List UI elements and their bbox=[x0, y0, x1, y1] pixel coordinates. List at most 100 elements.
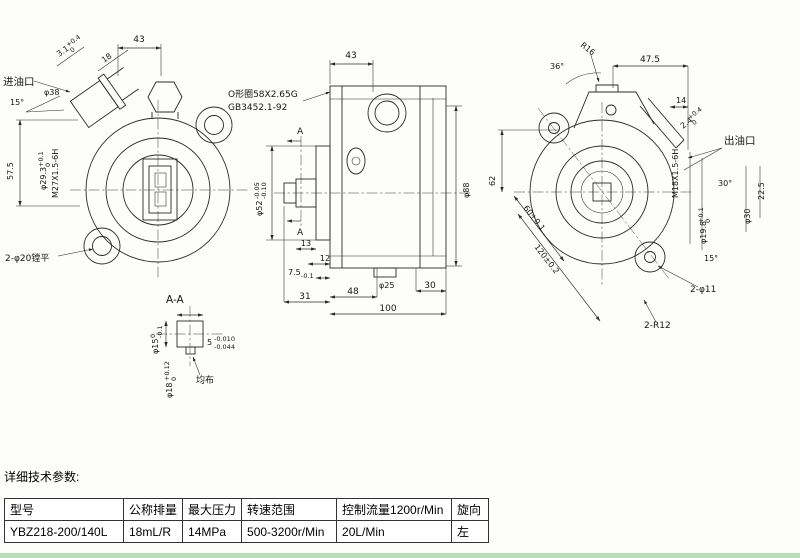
dim-12: 12 bbox=[320, 254, 330, 263]
dim-47-5: 47.5 bbox=[640, 55, 660, 65]
svg-text:7.5: 7.5 bbox=[288, 268, 301, 277]
dim-dia30: φ30 bbox=[743, 209, 752, 224]
dim-3-1: 3.1 +0.4 0 bbox=[55, 33, 82, 59]
outlet-port-label: 出油口 bbox=[724, 134, 756, 147]
table-header-row: 型号 公称排量 最大压力 转速范围 控制流量1200r/Min 旋向 bbox=[4, 498, 490, 521]
dim-43: 43 bbox=[133, 35, 144, 45]
value-rotation: 左 bbox=[451, 520, 490, 543]
rear-view: R16 36° 47.5 14 2.4 +0.4 0 出油口 62 60±0.1… bbox=[488, 40, 766, 331]
section-aa-detail: A-A φ15 0 -0.1 5 -0.010 -0.044 φ18 +0.12… bbox=[149, 294, 235, 398]
dim-dia88: φ88 bbox=[462, 183, 471, 198]
dim-30: 30 bbox=[424, 281, 436, 291]
dim-43-side: 43 bbox=[345, 51, 356, 61]
dim-60: 60±0.1 bbox=[521, 204, 546, 233]
col-header-displacement: 公称排量 bbox=[122, 498, 184, 521]
bore-note: 2-φ20镗平 bbox=[5, 252, 49, 264]
dim-dia38: φ38 bbox=[44, 88, 59, 97]
svg-text:φ29.3: φ29.3 bbox=[39, 167, 48, 190]
svg-text:φ18: φ18 bbox=[165, 383, 174, 398]
svg-text:φ30: φ30 bbox=[743, 209, 752, 224]
dim-7-5: 7.5 -0.1 bbox=[288, 268, 314, 280]
svg-text:0: 0 bbox=[44, 163, 52, 167]
dim-15deg: 15° bbox=[10, 98, 24, 107]
inlet-port-label: 进油口 bbox=[3, 75, 35, 88]
svg-text:5: 5 bbox=[207, 338, 212, 347]
dim-14: 14 bbox=[676, 96, 686, 105]
svg-text:60±0.1: 60±0.1 bbox=[521, 204, 546, 233]
section-letter-top: A bbox=[297, 127, 304, 137]
svg-text:M18X1.5-6H: M18X1.5-6H bbox=[671, 149, 680, 198]
dim-57-5: 57.5 bbox=[6, 162, 15, 180]
thread-m18: M18X1.5-6H bbox=[671, 149, 680, 198]
side-view: A A 43 O形圈58X2.65G GB3452.1-92 φ52 -0.05… bbox=[228, 51, 472, 316]
svg-text:-0.10: -0.10 bbox=[260, 182, 268, 199]
dim-r16: R16 bbox=[579, 40, 597, 57]
value-max-pressure: 14MPa bbox=[182, 520, 243, 543]
svg-text:φ15: φ15 bbox=[151, 339, 160, 354]
thread-m27: M27X1.5-6H bbox=[51, 149, 60, 198]
dim-30deg: 30° bbox=[718, 179, 732, 188]
svg-text:-0.1: -0.1 bbox=[156, 325, 164, 338]
svg-text:0: 0 bbox=[69, 46, 77, 55]
dim-dia18: φ18 +0.12 0 bbox=[163, 361, 178, 398]
col-header-speed-range: 转速范围 bbox=[241, 498, 338, 521]
section-title: A-A bbox=[166, 294, 185, 306]
svg-text:-0.05: -0.05 bbox=[253, 182, 261, 199]
svg-text:φ88: φ88 bbox=[462, 183, 471, 198]
section-letter-bottom: A bbox=[297, 228, 304, 238]
footer-strip bbox=[0, 553, 800, 558]
specs-section: 详细技术参数: 型号 公称排量 最大压力 转速范围 控制流量1200r/Min … bbox=[4, 468, 490, 543]
svg-text:+0.4: +0.4 bbox=[686, 105, 703, 121]
dim-22-5: 22.5 bbox=[757, 182, 766, 200]
svg-text:0: 0 bbox=[690, 118, 698, 127]
dim-100: 100 bbox=[379, 304, 396, 314]
dim-36deg: 36° bbox=[550, 62, 564, 71]
note-evenly-distributed: 均布 bbox=[196, 374, 214, 386]
oring-note-line1: O形圈58X2.65G bbox=[228, 88, 298, 100]
svg-text:+0.4: +0.4 bbox=[64, 33, 82, 49]
col-header-model: 型号 bbox=[4, 498, 124, 521]
svg-text:0: 0 bbox=[704, 219, 712, 223]
dim-48: 48 bbox=[347, 287, 359, 297]
dim-31: 31 bbox=[299, 292, 310, 302]
svg-text:18: 18 bbox=[100, 51, 114, 64]
svg-text:φ52: φ52 bbox=[255, 201, 264, 216]
svg-text:-0.1: -0.1 bbox=[301, 272, 314, 280]
inlet-port-fitting bbox=[69, 67, 139, 129]
value-speed-range: 500-3200r/Min bbox=[241, 520, 338, 543]
value-model: YBZ218-200/140L bbox=[4, 520, 124, 543]
svg-text:+0.1: +0.1 bbox=[697, 207, 705, 223]
dim-15deg-rear: 15° bbox=[704, 254, 718, 263]
dim-2-4: 2.4 +0.4 0 bbox=[679, 105, 704, 130]
radius-note: 2-R12 bbox=[644, 321, 671, 331]
col-header-rotation: 旋向 bbox=[451, 498, 490, 521]
dim-18: 18 bbox=[100, 51, 114, 64]
dim-dia29-3: φ29.3 +0.1 0 bbox=[37, 151, 52, 190]
dim-dia25: φ25 bbox=[379, 281, 394, 290]
svg-text:R16: R16 bbox=[579, 40, 597, 57]
specs-title: 详细技术参数: bbox=[4, 470, 80, 484]
specs-table: 型号 公称排量 最大压力 转速范围 控制流量1200r/Min 旋向 YBZ21… bbox=[4, 498, 490, 543]
dim-dia19-8: φ19.8 +0.1 0 bbox=[697, 207, 712, 244]
dim-13: 13 bbox=[301, 239, 311, 248]
col-header-max-pressure: 最大压力 bbox=[182, 498, 243, 521]
svg-text:-0.010: -0.010 bbox=[214, 335, 235, 343]
table-row: YBZ218-200/140L 18mL/R 14MPa 500-3200r/M… bbox=[4, 520, 490, 543]
col-header-control-flow: 控制流量1200r/Min bbox=[336, 498, 453, 521]
dim-62: 62 bbox=[488, 176, 497, 186]
svg-text:-0.044: -0.044 bbox=[214, 343, 235, 351]
svg-text:0: 0 bbox=[149, 334, 157, 338]
svg-text:+0.1: +0.1 bbox=[37, 151, 45, 167]
svg-text:M27X1.5-6H: M27X1.5-6H bbox=[51, 149, 60, 198]
svg-text:57.5: 57.5 bbox=[6, 162, 15, 180]
engineering-drawing: 43 3.1 +0.4 0 18 进油口 15° φ38 φ29.3 +0.1 … bbox=[3, 33, 766, 398]
value-control-flow: 20L/Min bbox=[336, 520, 453, 543]
svg-text:φ19.8: φ19.8 bbox=[699, 221, 708, 244]
svg-text:+0.12: +0.12 bbox=[163, 361, 171, 381]
holes-note: 2-φ11 bbox=[690, 285, 716, 295]
svg-text:0: 0 bbox=[170, 377, 178, 381]
dim-dia15: φ15 0 -0.1 bbox=[149, 325, 164, 354]
front-view: 43 3.1 +0.4 0 18 进油口 15° φ38 φ29.3 +0.1 … bbox=[3, 33, 248, 278]
dim-dia52: φ52 -0.05 -0.10 bbox=[253, 182, 268, 216]
